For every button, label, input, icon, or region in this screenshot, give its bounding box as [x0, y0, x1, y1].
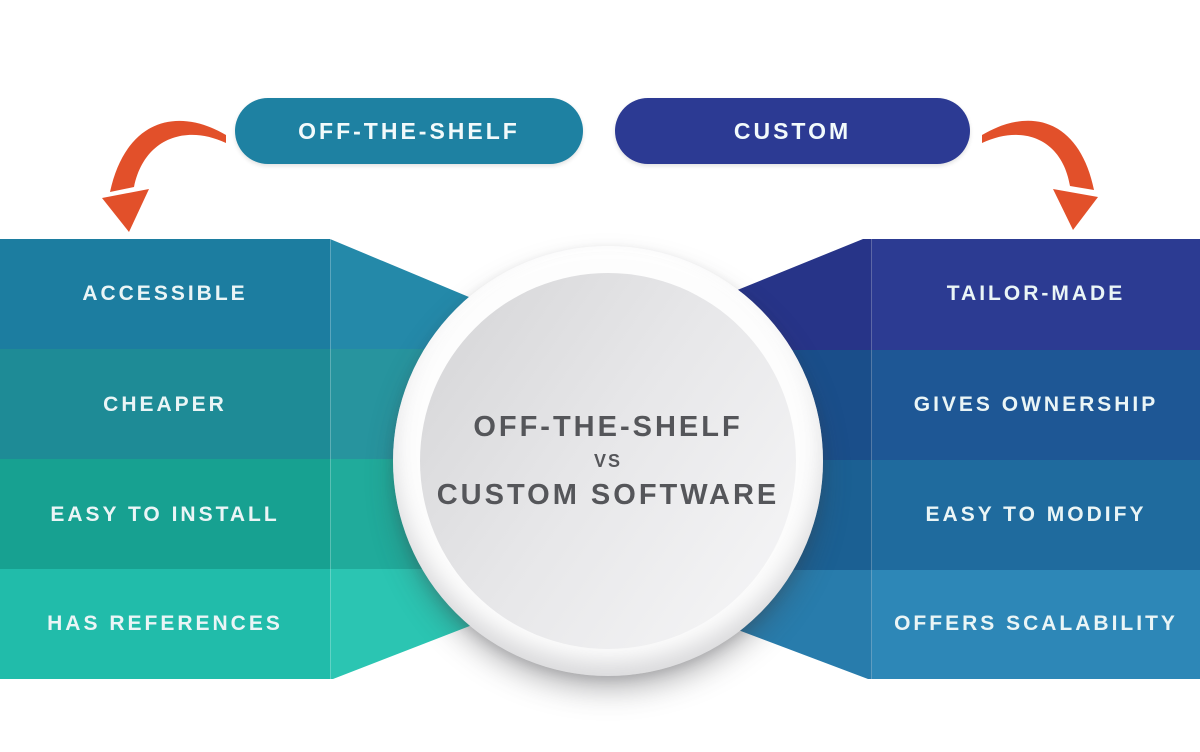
right-ribbon-fold-seam: [871, 239, 872, 679]
center-circle: OFF-THE-SHELF VS CUSTOM SOFTWARE: [420, 273, 796, 649]
left-curved-arrow: [102, 120, 226, 232]
label-easy-to-modify: EASY TO MODIFY: [925, 502, 1147, 526]
right-bar-easy-to-modify: [872, 460, 1200, 570]
custom-pill-label: CUSTOM: [733, 117, 852, 144]
right-bar-tailor-made: [872, 239, 1200, 350]
right-curved-arrow: [982, 120, 1098, 230]
center-vs-divider: VS: [593, 450, 622, 471]
left-ribbon-fold-seam: [330, 239, 331, 679]
right-bar-offers-scalability: [872, 570, 1200, 679]
left-bar-has-references: [0, 569, 330, 679]
label-has-references: HAS REFERENCES: [47, 612, 283, 635]
left-bar-cheaper: [0, 349, 330, 459]
left-bar-accessible: [0, 239, 330, 349]
custom-pill: CUSTOM: [615, 98, 970, 164]
label-easy-to-install: EASY TO INSTALL: [50, 502, 280, 526]
label-cheaper: CHEAPER: [103, 392, 227, 416]
center-title-line2: CUSTOM SOFTWARE: [436, 478, 780, 511]
label-tailor-made: TAILOR-MADE: [946, 282, 1126, 305]
off-the-shelf-pill-label: OFF-THE-SHELF: [298, 117, 520, 144]
off-the-shelf-pill: OFF-THE-SHELF: [235, 98, 583, 164]
center-title-line1: OFF-THE-SHELF: [473, 410, 743, 443]
left-bar-easy-to-install: [0, 459, 330, 569]
label-accessible: ACCESSIBLE: [82, 282, 248, 305]
label-gives-ownership: GIVES OWNERSHIP: [913, 392, 1159, 416]
right-bar-gives-ownership: [872, 350, 1200, 460]
label-offers-scalability: OFFERS SCALABILITY: [894, 612, 1178, 635]
center-circle-ring: OFF-THE-SHELF VS CUSTOM SOFTWARE: [393, 246, 823, 676]
